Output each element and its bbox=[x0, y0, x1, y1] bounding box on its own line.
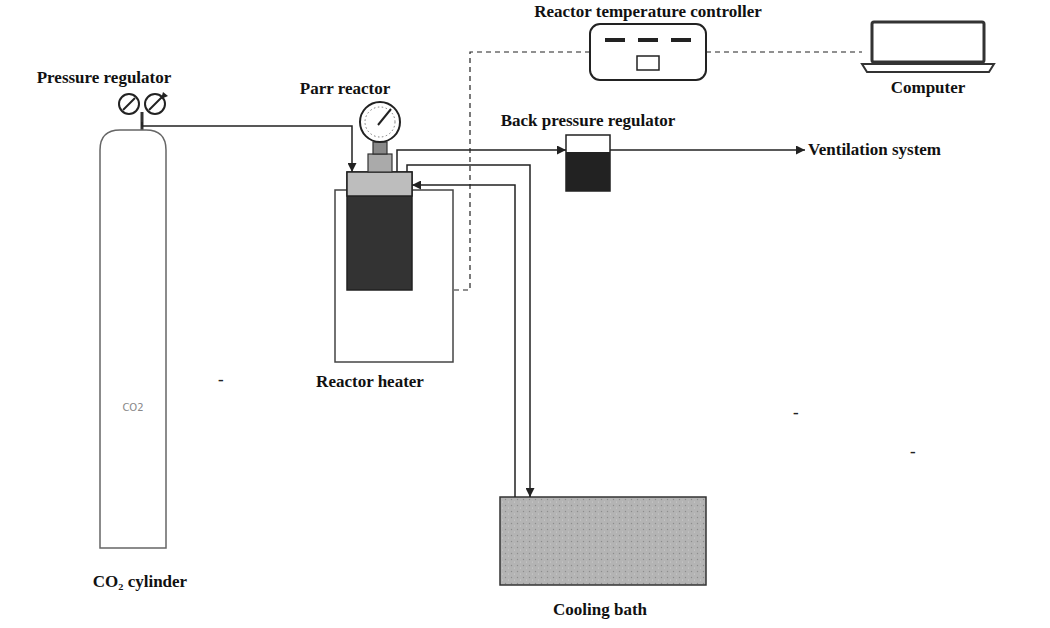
gauge-needle-tip bbox=[161, 92, 168, 99]
scan-mark: - bbox=[910, 442, 916, 462]
gas-line bbox=[610, 149, 805, 151]
back-pressure-vessel bbox=[566, 135, 610, 191]
equipment-label: Cooling bath bbox=[553, 600, 647, 620]
reactor-valve bbox=[368, 154, 392, 172]
equipment-node: Back pressure regulator bbox=[566, 135, 610, 191]
regulator-stem bbox=[141, 112, 144, 130]
gas-line bbox=[397, 150, 566, 172]
gas-line bbox=[407, 165, 530, 497]
cylinder-marking: CO2 bbox=[122, 402, 143, 414]
equipment-label: Computer bbox=[891, 78, 966, 98]
back-pressure-liquid bbox=[566, 152, 610, 191]
equipment-label: Back pressure regulator bbox=[501, 111, 676, 131]
equipment-node: Parr reactor bbox=[347, 172, 412, 290]
equipment-node: Cooling bath bbox=[500, 497, 706, 585]
cooling-bath-tank bbox=[500, 497, 706, 585]
equipment-node: CO2CO₂ cylinder bbox=[100, 130, 166, 548]
scan-mark: - bbox=[793, 403, 799, 423]
display-segment bbox=[605, 38, 625, 42]
reactor-head bbox=[347, 172, 412, 196]
gauge-needle bbox=[149, 96, 163, 110]
regulator-gauge bbox=[119, 94, 139, 114]
signal-line bbox=[706, 51, 862, 52]
equipment-label: CO₂ cylinder bbox=[93, 572, 187, 592]
gas-line bbox=[142, 122, 352, 172]
equipment-label: Reactor temperature controller bbox=[534, 2, 762, 22]
signal-line bbox=[453, 52, 590, 290]
laptop-screen bbox=[872, 22, 984, 62]
gauge-stem bbox=[373, 142, 387, 154]
controller-button bbox=[637, 56, 659, 70]
gas-line bbox=[412, 185, 515, 497]
equipment-node: Computer bbox=[862, 22, 994, 72]
laptop-base bbox=[862, 64, 994, 72]
equipment-label: Parr reactor bbox=[300, 79, 390, 99]
scan-mark: - bbox=[218, 370, 224, 390]
terminal-label: Ventilation system bbox=[808, 140, 944, 160]
display-segment bbox=[671, 38, 691, 42]
equipment-node: Reactor temperature controller bbox=[590, 24, 706, 80]
reactor-vessel bbox=[347, 172, 412, 290]
equipment-node: Parr reactorReactor heater bbox=[335, 190, 453, 362]
equipment-label: Ventilation system bbox=[808, 140, 944, 160]
equipment-node: Pressure regulator bbox=[113, 92, 171, 122]
gauge-needle bbox=[378, 109, 391, 125]
reactor-pressure-gauge bbox=[360, 102, 400, 142]
gauge-scale bbox=[365, 107, 395, 137]
controller-housing bbox=[590, 24, 706, 80]
equipment-label: Pressure regulator bbox=[37, 68, 172, 88]
gauge-needle bbox=[123, 98, 135, 110]
equipment-label: Reactor heater bbox=[316, 372, 424, 392]
display-segment bbox=[638, 38, 658, 42]
gas-cylinder bbox=[100, 130, 166, 548]
